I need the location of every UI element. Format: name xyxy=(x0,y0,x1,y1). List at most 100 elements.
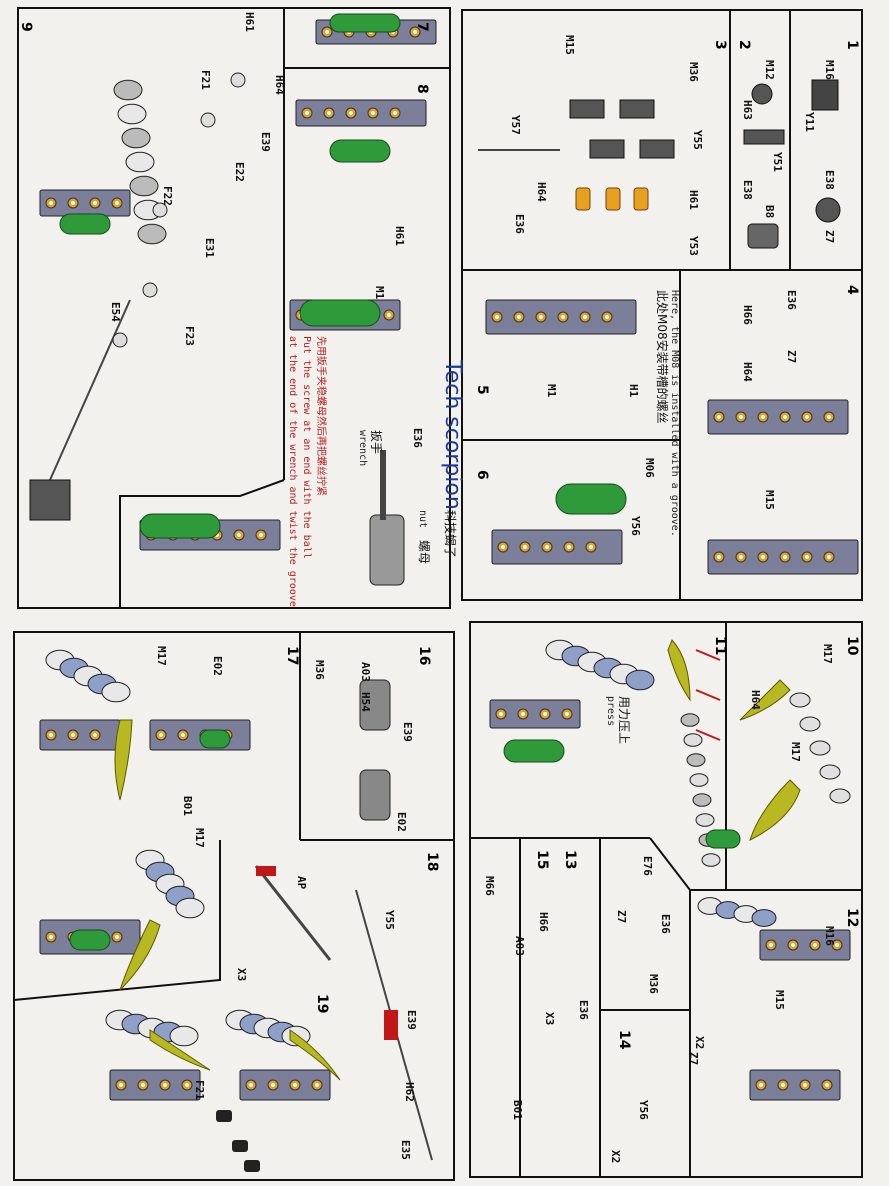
part-label-s9-7: E54 xyxy=(109,302,122,322)
part-label-s17-3: M17 xyxy=(193,828,206,848)
green-cylinder-step17b xyxy=(69,929,111,951)
part-label-s5-0: H1 xyxy=(627,384,640,398)
body-bar-scorpion11 xyxy=(489,699,581,729)
green-cylinder-step8b xyxy=(299,299,381,327)
note-step8-tool: 扳手 wrench xyxy=(357,430,383,466)
body-bar-step12 xyxy=(759,929,851,961)
tail-segment-step11-4 xyxy=(692,793,712,807)
green-cylinder-step8 xyxy=(329,139,391,163)
arm-step16 xyxy=(359,679,391,731)
part-label-s9-5: F22 xyxy=(161,186,174,206)
sleeve-e39 xyxy=(384,1010,398,1040)
panel-bottom-right xyxy=(469,621,863,1178)
tail-segment-step9-2 xyxy=(121,127,151,149)
part-label-s3-6: E36 xyxy=(513,214,526,234)
part-label-s15-5: B01 xyxy=(511,1100,524,1120)
step-number-16: 16 xyxy=(416,646,432,665)
step-number-6: 6 xyxy=(474,470,490,480)
body-bar-step8a xyxy=(295,99,427,127)
tail-segment-step9-6 xyxy=(137,223,167,245)
tail-segment-step10-2 xyxy=(809,740,831,756)
part-label-s4-3: H64 xyxy=(741,362,754,382)
note-step4-en: Here, the M08 is installed with a groove… xyxy=(669,290,680,537)
part-label-s1-2: E38 xyxy=(823,170,836,190)
body-bar-step6 xyxy=(491,529,623,565)
part-label-s15-4: X3 xyxy=(543,1012,556,1025)
part-label-s15-2: A03 xyxy=(513,936,526,956)
part-label-s18-3: E39 xyxy=(405,1010,418,1030)
step-number-19: 19 xyxy=(314,994,330,1013)
part-label-s13-0: E76 xyxy=(641,856,654,876)
part-label-s18-0: AP xyxy=(295,876,308,890)
part-label-s1-0: M16 xyxy=(823,60,836,80)
part-label-s3-1: M36 xyxy=(687,62,700,82)
step-number-18: 18 xyxy=(424,852,440,871)
tail-segment-step12-3 xyxy=(751,909,777,927)
step-number-12: 12 xyxy=(844,908,860,927)
rod-ap xyxy=(254,865,332,961)
spacer-0 xyxy=(575,187,591,211)
part-label-s13-2: E36 xyxy=(659,914,672,934)
green-cylinder-step17 xyxy=(199,729,231,749)
note-step11-en: press xyxy=(605,696,616,726)
tail-segment-step10-3 xyxy=(819,764,841,780)
red-arrow-2 xyxy=(695,729,721,741)
part-label-s4-0: E36 xyxy=(785,290,798,310)
part-label-s2-4: B8 xyxy=(763,205,776,218)
washer-step9-3 xyxy=(142,282,158,298)
body-bar-step4 xyxy=(707,399,849,435)
step-number-9: 9 xyxy=(18,22,34,32)
part-label-s16-4: E02 xyxy=(395,812,408,832)
part-label-s2-2: Y51 xyxy=(771,152,784,172)
spacer-1 xyxy=(605,187,621,211)
green-cylinder-step7 xyxy=(329,13,401,33)
part-label-s9-2: F21 xyxy=(199,70,212,90)
step-number-10: 10 xyxy=(844,636,860,656)
panel-frames xyxy=(13,7,863,1181)
part-label-s19-0: F21 xyxy=(193,1080,206,1100)
note-step8-nut: nut 螺母 xyxy=(417,510,431,564)
tail-segment-step9-3 xyxy=(125,151,155,173)
claw-step10b xyxy=(749,779,801,841)
part-label-s3-5: H61 xyxy=(687,190,700,210)
washer-step9-0 xyxy=(230,72,246,88)
part-label-s4-4: M15 xyxy=(763,490,776,510)
bracket-3 xyxy=(639,139,675,159)
part-label-s9-3: E39 xyxy=(259,132,272,152)
note-step8-red: 先用扳手夹稳螺母然后再把螺丝拧紧 Put the screw at an end… xyxy=(287,336,328,607)
green-cylinder-step11 xyxy=(705,829,741,849)
part-label-s3-7: Y53 xyxy=(687,236,700,256)
note-step8-tool-cn: 扳手 xyxy=(369,430,383,454)
brand-subtitle: 科技蝎子 xyxy=(443,510,457,558)
note-step11-cn: 用力压上 xyxy=(617,696,631,744)
tail-segment-step10-0 xyxy=(789,692,811,708)
part-label-s3-4: H64 xyxy=(535,182,548,202)
part-label-s8-2: E36 xyxy=(411,428,424,448)
tail-segment-step10-4 xyxy=(829,788,851,804)
red-arrow-0 xyxy=(695,649,721,661)
part-label-s2-0: M12 xyxy=(763,60,776,80)
step-number-4: 4 xyxy=(844,285,860,295)
rod-step9 xyxy=(49,299,131,481)
part-label-s16-2: H54 xyxy=(359,692,372,712)
body-bar-step17 xyxy=(149,719,251,751)
part-label-s8-0: H61 xyxy=(393,226,406,246)
tail-segment-step10-1 xyxy=(799,716,821,732)
nut-step19-2 xyxy=(244,1160,260,1172)
step-number-1: 1 xyxy=(844,40,860,50)
brand-title: Tech scorpion xyxy=(440,359,465,510)
bracket-0 xyxy=(569,99,605,119)
note-step8-nut-en: nut xyxy=(417,510,428,528)
step-number-3: 3 xyxy=(712,40,728,50)
part-label-s17-2: B01 xyxy=(181,796,194,816)
washer-h63 xyxy=(751,83,773,105)
step-number-11: 11 xyxy=(712,636,728,655)
part-label-s16-1: A03 xyxy=(359,662,372,682)
red-arrow-1 xyxy=(695,689,721,701)
note-step8-red-en2: at the end of the wrench and twist the g… xyxy=(287,336,298,607)
green-cylinder-scorpion11 xyxy=(503,739,565,763)
tail-segment-step9-0 xyxy=(113,79,143,101)
part-label-s4-1: H66 xyxy=(741,305,754,325)
